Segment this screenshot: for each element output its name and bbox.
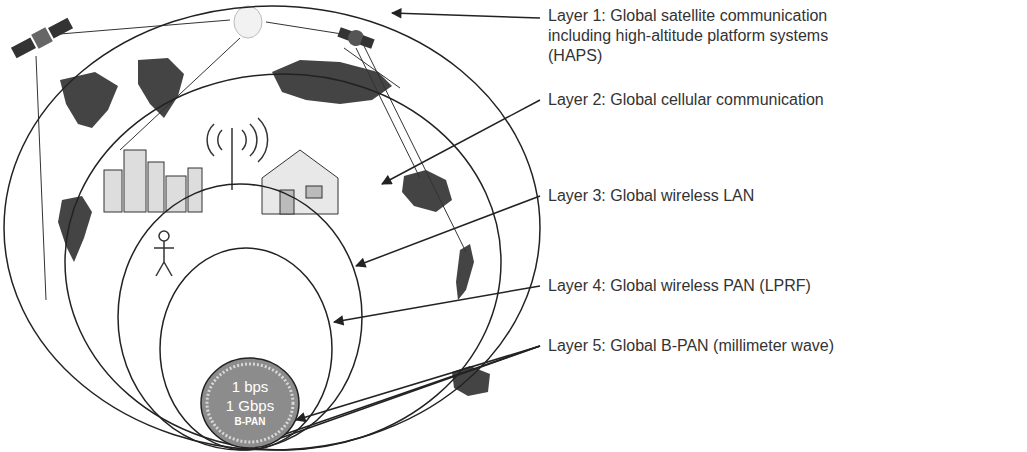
leader-arrows [258, 13, 540, 446]
layer-label: Layer 3: Global wireless LAN [548, 186, 754, 206]
layer-label: Layer 1: Global satellite communication … [548, 6, 878, 66]
haps-balloon [234, 6, 262, 38]
layer-label: Layer 5: Global B-PAN (millimeter wave) [548, 336, 834, 356]
continents [58, 58, 490, 396]
buildings [104, 150, 338, 214]
disc-text: 1 bps [232, 377, 269, 396]
layer-rings [4, 6, 540, 450]
layer-label: Layer 4: Global wireless PAN (LPRF) [548, 276, 811, 296]
layer-label: Layer 2: Global cellular communication [548, 90, 824, 110]
radio-waves [207, 118, 268, 190]
bpan-disc: 1 bps1 GbpsB-PAN [200, 357, 300, 449]
disc-text: B-PAN [235, 415, 266, 429]
satellite [10, 16, 376, 60]
disc-text: 1 Gbps [226, 396, 274, 415]
person [154, 231, 174, 276]
